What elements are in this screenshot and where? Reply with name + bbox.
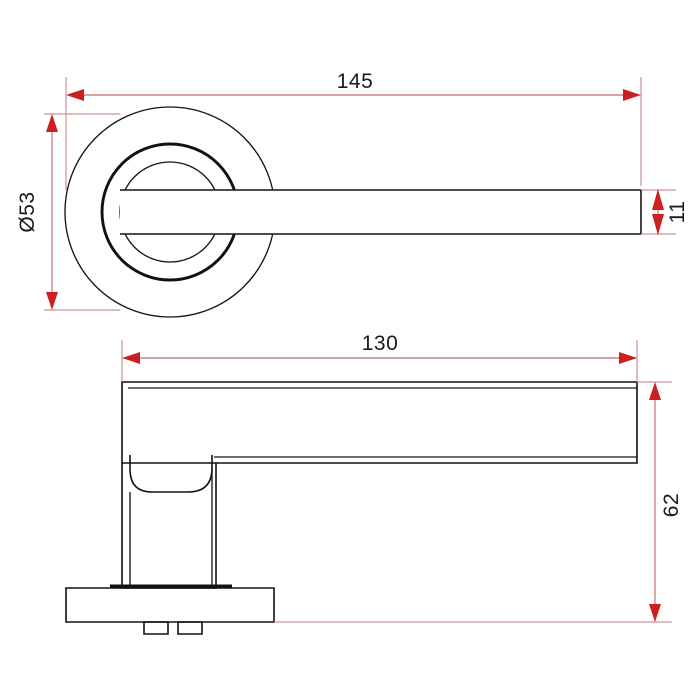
dimension-overall-length: 145 (65, 70, 642, 190)
dim-label-lever-width: 11 (666, 201, 689, 224)
fixing-tabs (143, 621, 203, 635)
arrow-right-130 (619, 352, 637, 364)
lever-bar-mask (120, 190, 641, 234)
dim-label-rose-diameter: Ø53 (16, 191, 39, 232)
arrow-top-62 (649, 382, 661, 400)
dim-label-overall-length: 145 (337, 70, 374, 93)
dimension-lever-width: 11 (641, 189, 689, 235)
rose-base-outline (65, 587, 275, 623)
arrow-bottom-11 (652, 214, 664, 235)
arrow-top-d53 (46, 114, 58, 132)
lever-neck (121, 455, 217, 589)
lever-arm-outline (121, 381, 638, 464)
lever-bar (120, 189, 642, 235)
dim-label-projection-length: 130 (362, 332, 399, 355)
top-view-group (64, 106, 642, 318)
rose-base-plate (65, 584, 275, 623)
arrow-left-145 (66, 89, 84, 101)
arrow-bottom-d53 (46, 292, 58, 310)
dimension-projection-length: 130 (121, 332, 638, 382)
lever-neck-undercut-curve (129, 455, 213, 493)
fixing-tab-left (143, 621, 169, 635)
arrow-bottom-62 (649, 604, 661, 622)
lever-arm (121, 381, 638, 464)
side-view-group (65, 381, 638, 635)
fixing-tab-right (177, 621, 203, 635)
dim-label-overall-height: 62 (660, 493, 683, 517)
arrow-left-130 (122, 352, 140, 364)
arrow-right-145 (623, 89, 641, 101)
lever-neck-outline (121, 463, 217, 589)
dimension-overall-height: 62 (274, 381, 683, 623)
dimension-rose-diameter: Ø53 (16, 113, 120, 311)
arrow-top-11 (652, 189, 664, 210)
